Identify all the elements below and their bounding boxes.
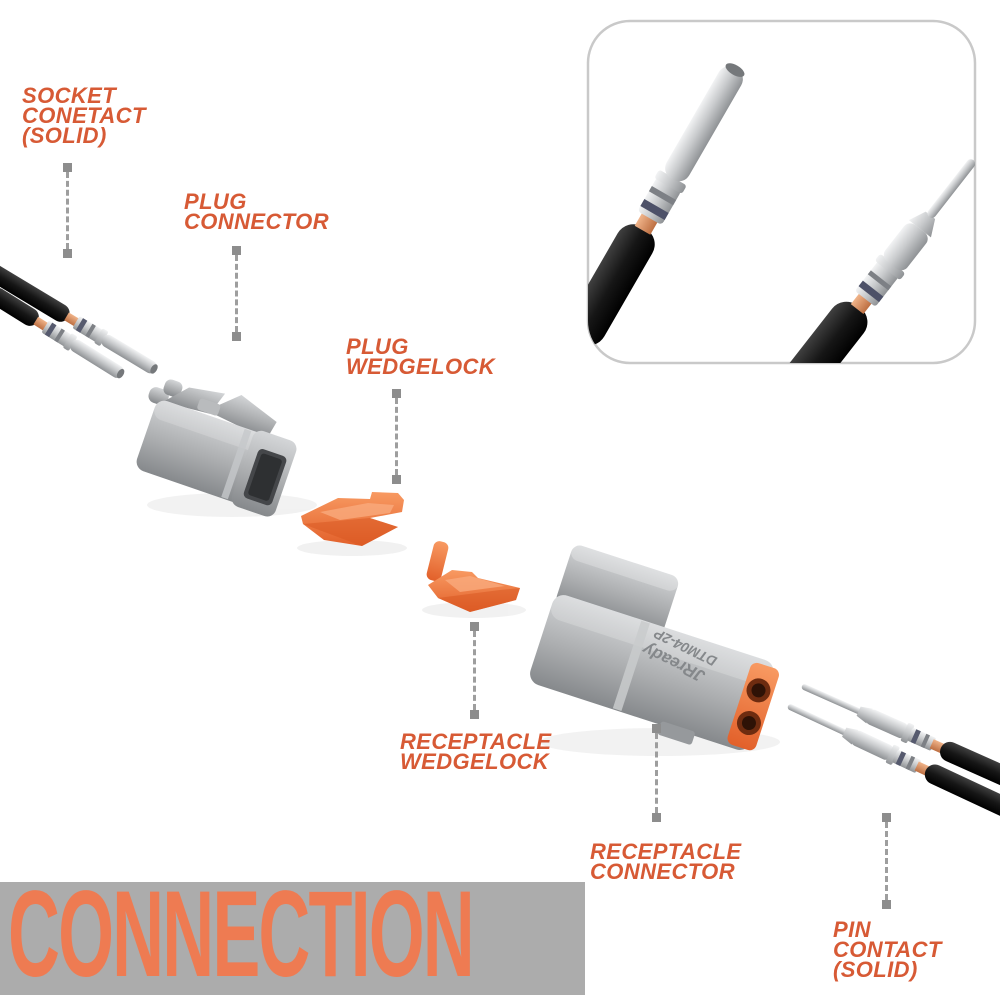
label-pin-contact: PIN CONTACT (SOLID) bbox=[833, 917, 942, 982]
connection-banner: CONNECTION bbox=[0, 864, 585, 1002]
inset-panel bbox=[586, 19, 977, 365]
banner-text: CONNECTION bbox=[8, 864, 475, 1003]
leader-line-plug-wedgelock bbox=[392, 389, 401, 484]
socket-contact-lower-photo bbox=[0, 287, 125, 379]
inset-socket-contact-photo bbox=[588, 63, 745, 346]
label-socket-contact: SOCKET CONETACT (SOLID) bbox=[22, 83, 146, 148]
label-receptacle-wedgelock: RECEPTACLE WEDGELOCK bbox=[400, 729, 552, 774]
label-plug-wedgelock: PLUG WEDGELOCK bbox=[346, 334, 496, 379]
inset-pin-contact-photo bbox=[781, 159, 975, 363]
label-receptacle-connector: RECEPTACLE CONNECTOR bbox=[590, 839, 742, 884]
plug-wedgelock-photo bbox=[301, 492, 404, 546]
leader-line-pin-contact bbox=[882, 813, 891, 909]
leader-line-receptacle-wedgelock bbox=[470, 622, 479, 719]
leader-line-plug-connector bbox=[232, 246, 241, 341]
receptacle-connector-photo: JRready DTM04-2P bbox=[530, 545, 779, 751]
leader-line-socket-contact bbox=[63, 163, 72, 258]
receptacle-wedgelock-photo bbox=[426, 541, 520, 612]
pin-contact-lower-photo bbox=[787, 704, 1000, 895]
leader-line-receptacle-connector bbox=[652, 724, 661, 822]
plug-connector-photo bbox=[136, 379, 297, 517]
pin-contact-upper-photo bbox=[801, 684, 1000, 868]
label-plug-connector: PLUG CONNECTOR bbox=[184, 189, 329, 234]
socket-contact-upper-photo bbox=[0, 263, 158, 374]
